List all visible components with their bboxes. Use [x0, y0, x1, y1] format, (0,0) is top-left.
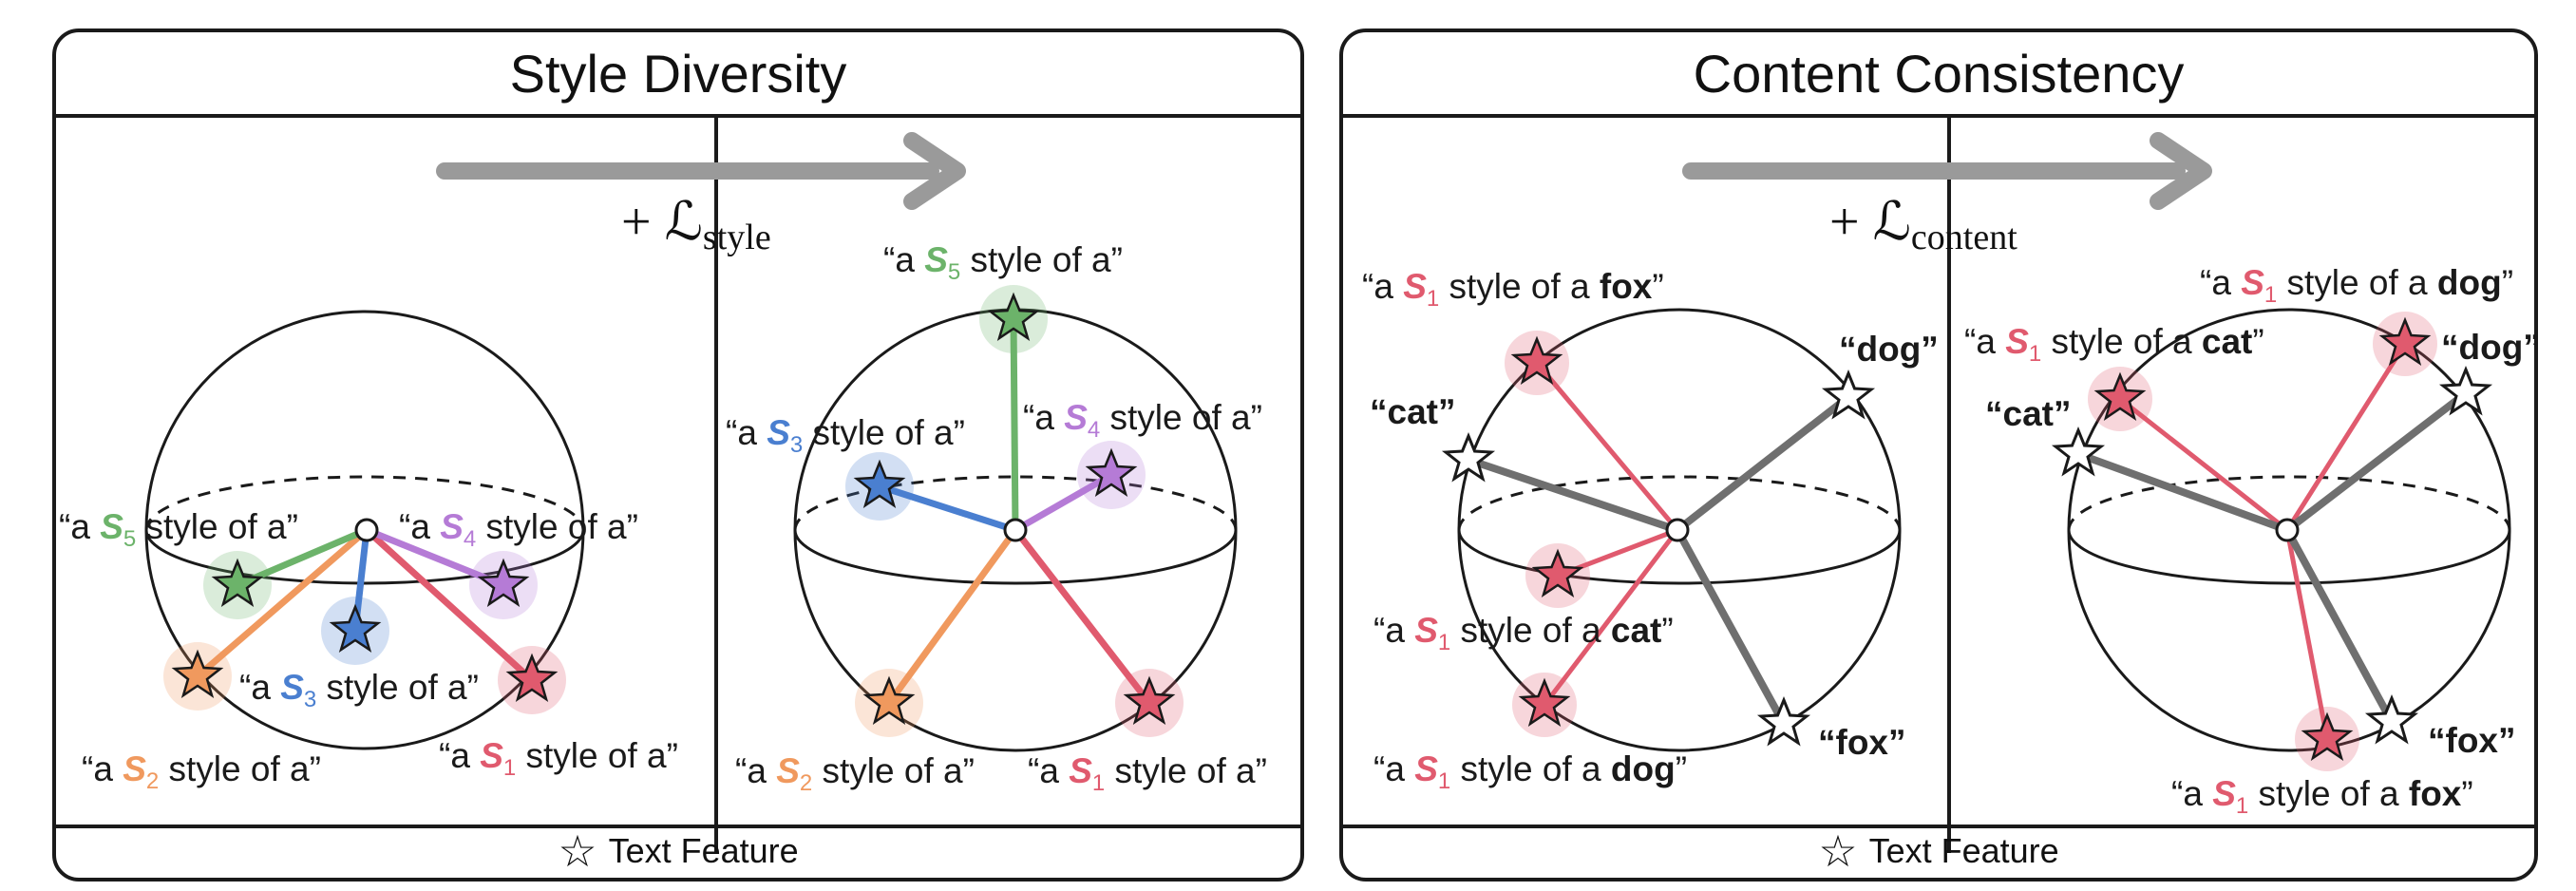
label-s1-fox: “a S1 style of a fox” — [2171, 774, 2473, 819]
label-dog: “dog” — [1839, 330, 1939, 369]
label-fox: “fox” — [1818, 723, 1906, 762]
origin-point — [1003, 518, 1028, 542]
label-s1-cat: “a S1 style of a cat” — [1964, 322, 2264, 367]
title-divider — [56, 114, 1300, 118]
legend: ☆ Text Feature — [1343, 825, 2534, 878]
label-dog: “dog” — [2441, 328, 2541, 367]
label-s1-dog: “a S1 style of a dog” — [2200, 263, 2513, 308]
star-outline-icon: ☆ — [1818, 826, 1858, 876]
style-diversity-panel: Style Diversity ☆ Text Feature — [52, 28, 1304, 882]
label-s1: “a S1 style of a” — [1028, 751, 1267, 796]
origin-point — [354, 518, 379, 542]
sphere-before — [1444, 308, 1902, 752]
transition-arrow — [436, 132, 966, 210]
column-divider — [714, 114, 718, 853]
star-fox — [1759, 698, 1809, 745]
label-s2: “a S2 style of a” — [735, 751, 975, 796]
label-s3: “a S3 style of a” — [726, 413, 965, 458]
origin-point — [2275, 518, 2300, 542]
star-cat — [1444, 434, 1493, 481]
label-s4: “a S4 style of a” — [399, 507, 638, 552]
footer-divider — [1343, 825, 2534, 828]
legend-label: Text Feature — [1868, 831, 2059, 870]
label-fox: “fox” — [2428, 721, 2516, 760]
title-divider — [1343, 114, 2534, 118]
legend: ☆ Text Feature — [56, 825, 1300, 878]
origin-point — [1665, 518, 1690, 542]
label-s5: “a S5 style of a” — [883, 240, 1123, 285]
star-fox — [2367, 696, 2416, 743]
label-s1-dog: “a S1 style of a dog” — [1373, 749, 1687, 794]
sphere-after — [793, 285, 1238, 752]
panel-title: Style Diversity — [509, 44, 847, 104]
column-divider — [1947, 114, 1951, 853]
label-s2: “a S2 style of a” — [82, 749, 321, 794]
label-s1-cat: “a S1 style of a cat” — [1373, 611, 1674, 655]
loss-style-label: + ℒstyle — [621, 193, 771, 257]
content-consistency-panel: Content Consistency ☆ Text Feature — [1339, 28, 2538, 882]
sphere-after — [2054, 308, 2511, 771]
sphere-before — [144, 310, 585, 750]
label-s1-fox: “a S1 style of a fox” — [1362, 267, 1664, 312]
label-cat: “cat” — [1370, 392, 1455, 431]
label-s1: “a S1 style of a” — [439, 736, 678, 781]
label-cat: “cat” — [1985, 394, 2071, 433]
star-outline-icon: ☆ — [558, 826, 597, 876]
transition-arrow — [1682, 132, 2212, 210]
label-s5: “a S5 style of a” — [59, 507, 298, 552]
label-s3: “a S3 style of a” — [239, 668, 479, 712]
loss-content-label: + ℒcontent — [1829, 193, 2017, 257]
label-s4: “a S4 style of a” — [1023, 398, 1262, 443]
panel-title: Content Consistency — [1693, 44, 2185, 104]
footer-divider — [56, 825, 1300, 828]
legend-label: Text Feature — [608, 831, 799, 870]
